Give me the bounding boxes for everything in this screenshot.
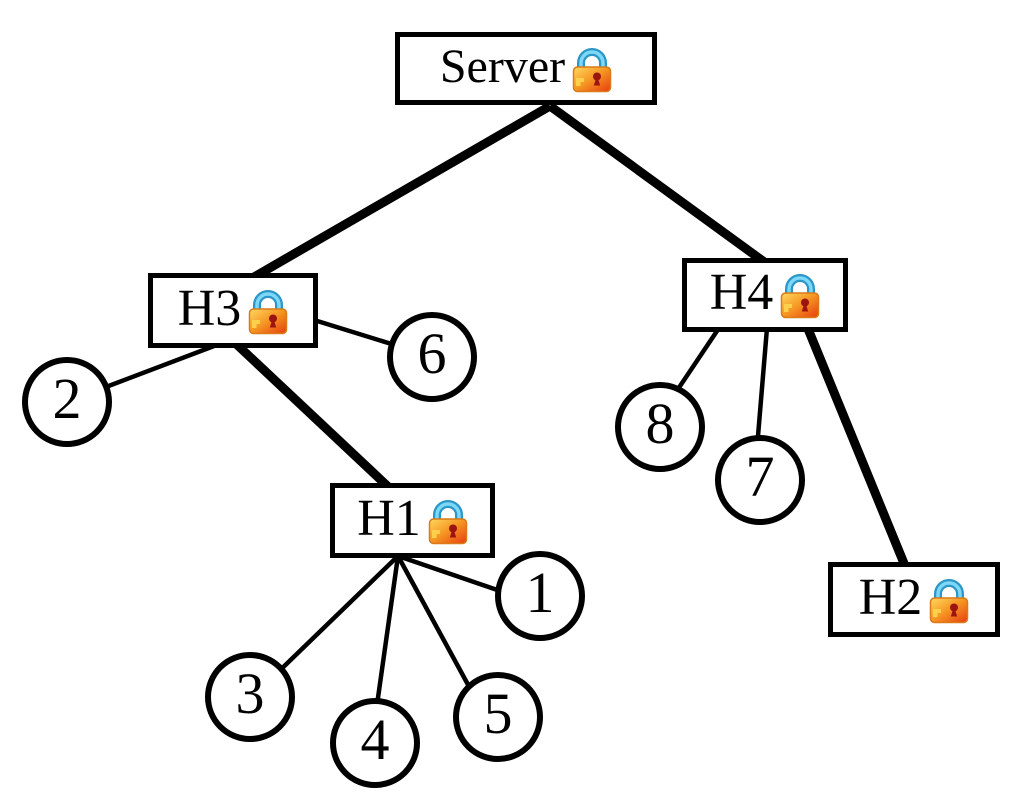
node-circle-6: 6: [387, 312, 477, 402]
edge-server-h4: [547, 102, 781, 276]
node-h2-label: H2: [858, 568, 923, 626]
edge-h3-c2: [97, 340, 223, 393]
node-circle-3-label: 3: [235, 661, 265, 726]
edge-h4-h2: [801, 322, 915, 580]
node-circle-7-label: 7: [745, 444, 775, 509]
node-circle-2-label: 2: [52, 366, 82, 431]
node-server-label: Server: [439, 39, 566, 93]
node-circle-5-label: 5: [483, 681, 513, 746]
lock-icon: [780, 271, 820, 319]
node-circle-1-label: 1: [525, 560, 555, 625]
edge-h1-c1: [397, 553, 513, 598]
node-circle-8-label: 8: [645, 391, 675, 456]
node-circle-3: 3: [205, 652, 295, 742]
edge-server-h3: [232, 102, 553, 292]
node-h4-label: H4: [709, 264, 774, 321]
node-h3-label: H3: [177, 279, 242, 337]
node-h4: H4: [682, 258, 848, 332]
node-circle-4-label: 4: [360, 707, 390, 772]
edge-h3-h1: [228, 336, 402, 500]
lock-icon: [248, 287, 288, 335]
node-h2: H2: [828, 562, 1000, 637]
edge-h1-c3: [270, 554, 400, 680]
node-h3: H3: [148, 273, 318, 348]
node-h1-label: H1: [357, 489, 421, 547]
edge-h1-c5: [396, 554, 474, 694]
node-h1: H1: [330, 483, 495, 558]
lock-icon: [428, 497, 468, 545]
edge-h3-c6: [313, 317, 399, 349]
edge-h4-c7: [754, 327, 770, 449]
node-server: Server: [395, 32, 657, 105]
node-circle-4: 4: [330, 698, 420, 788]
edge-h1-c4: [373, 555, 401, 713]
lock-icon: [572, 45, 612, 93]
node-circle-5: 5: [453, 672, 543, 762]
node-circle-8: 8: [615, 382, 705, 472]
node-circle-1: 1: [495, 551, 585, 641]
node-circle-7: 7: [715, 435, 805, 525]
lock-icon: [929, 576, 969, 624]
node-circle-2: 2: [22, 357, 112, 447]
node-circle-6-label: 6: [417, 321, 447, 386]
